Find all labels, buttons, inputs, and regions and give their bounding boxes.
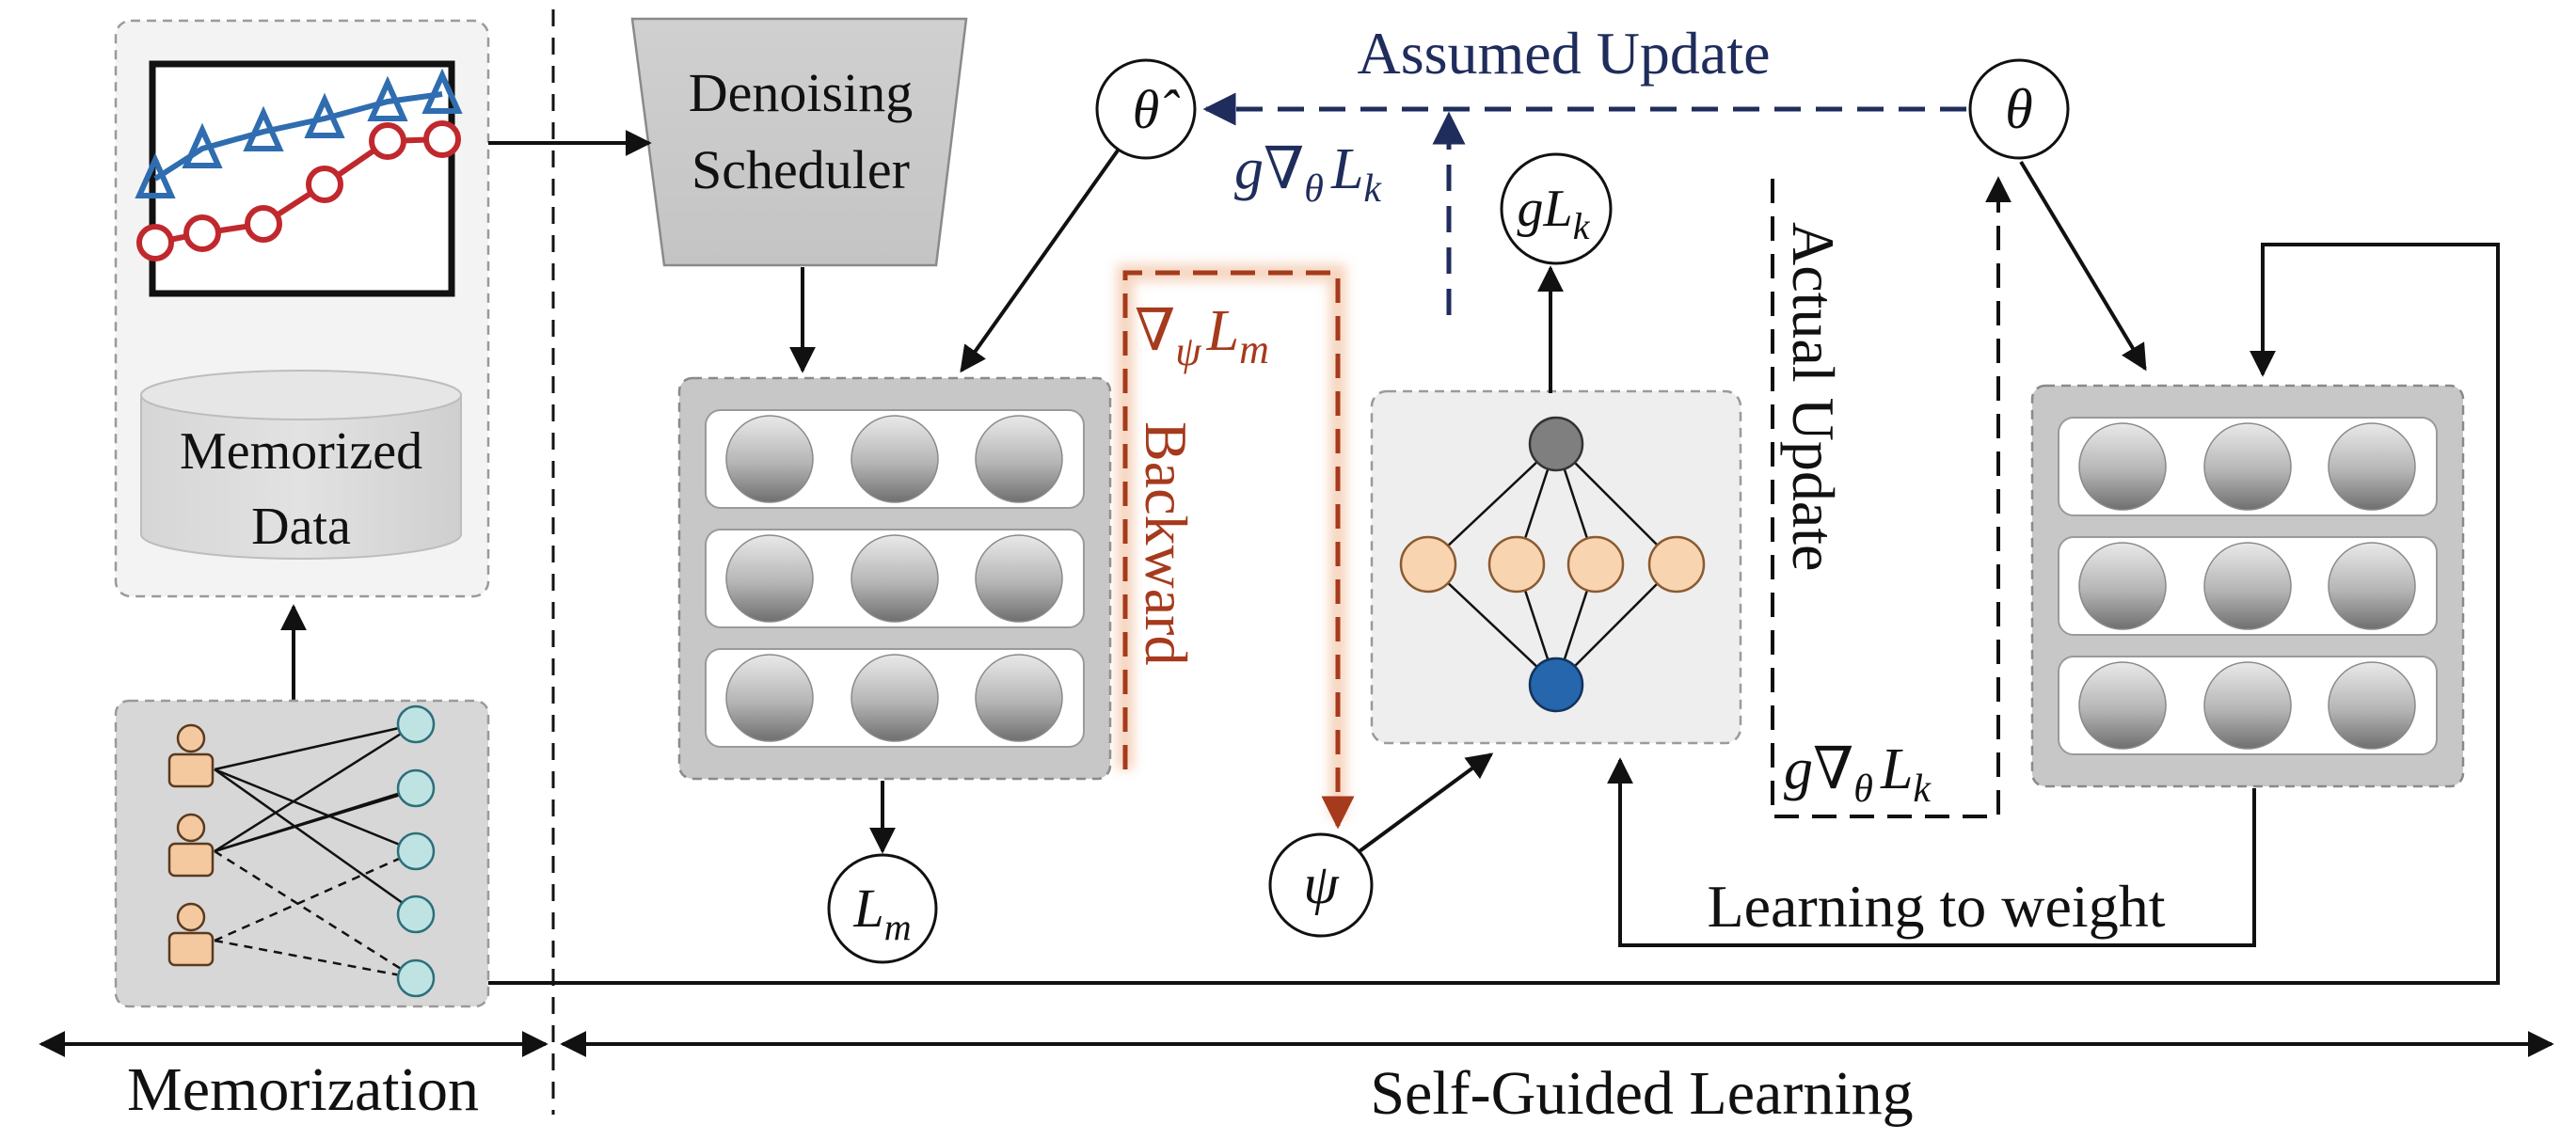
svg-text:θ: θ	[2005, 78, 2032, 140]
database-label-line2: Data	[251, 498, 351, 556]
interaction-graph-edges	[214, 722, 417, 980]
scheduler-label-line2: Scheduler	[692, 139, 910, 200]
assumed-update-path	[1202, 92, 1966, 315]
assumed-model-block	[677, 376, 1112, 781]
svg-text:ψ: ψ	[1303, 853, 1340, 915]
loss-m-node: Lm	[827, 853, 938, 964]
item-nodes	[396, 705, 436, 998]
actual-model-block	[2030, 384, 2465, 788]
denoising-scheduler	[630, 17, 968, 267]
neural-network-icon	[1399, 416, 1706, 713]
theta-node: θ	[1968, 58, 2070, 160]
weighted-loss-node: gLk	[1500, 152, 1613, 265]
svg-text:gLk: gLk	[1518, 180, 1591, 247]
user-icon	[167, 723, 215, 967]
actual-update-label: Actual Update	[1780, 222, 1847, 571]
line-chart-icon	[135, 60, 463, 297]
database-icon: Memorized Data	[140, 370, 462, 560]
data-feedback-path	[488, 243, 2500, 985]
theta-hat-to-model-arrow	[960, 149, 1120, 373]
backward-label: Backward	[1133, 421, 1200, 665]
backward-grad-label: ∇ψLm	[1135, 299, 1269, 374]
database-label-line1: Memorized	[180, 422, 422, 481]
assumed-update-label: Assumed Update	[1357, 20, 1770, 87]
actual-update-path	[1771, 176, 2012, 818]
svg-text:Lm: Lm	[852, 878, 911, 948]
psi-node: ψ	[1268, 832, 1374, 938]
scheduler-label-line1: Denoising	[689, 62, 913, 123]
memorization-label: Memorization	[127, 1055, 479, 1124]
psi-to-network-arrow	[1358, 752, 1494, 853]
theta-to-model-arrow	[2019, 160, 2147, 372]
self-guided-label: Self-Guided Learning	[1370, 1059, 1913, 1128]
learning-to-weight-label: Learning to weight	[1708, 873, 2166, 940]
weighting-network-panel	[1370, 389, 1742, 745]
learning-to-weight-path	[1607, 757, 2256, 947]
theta-hat-node: θ̂	[1095, 58, 1197, 160]
backward-path	[1117, 264, 1355, 830]
